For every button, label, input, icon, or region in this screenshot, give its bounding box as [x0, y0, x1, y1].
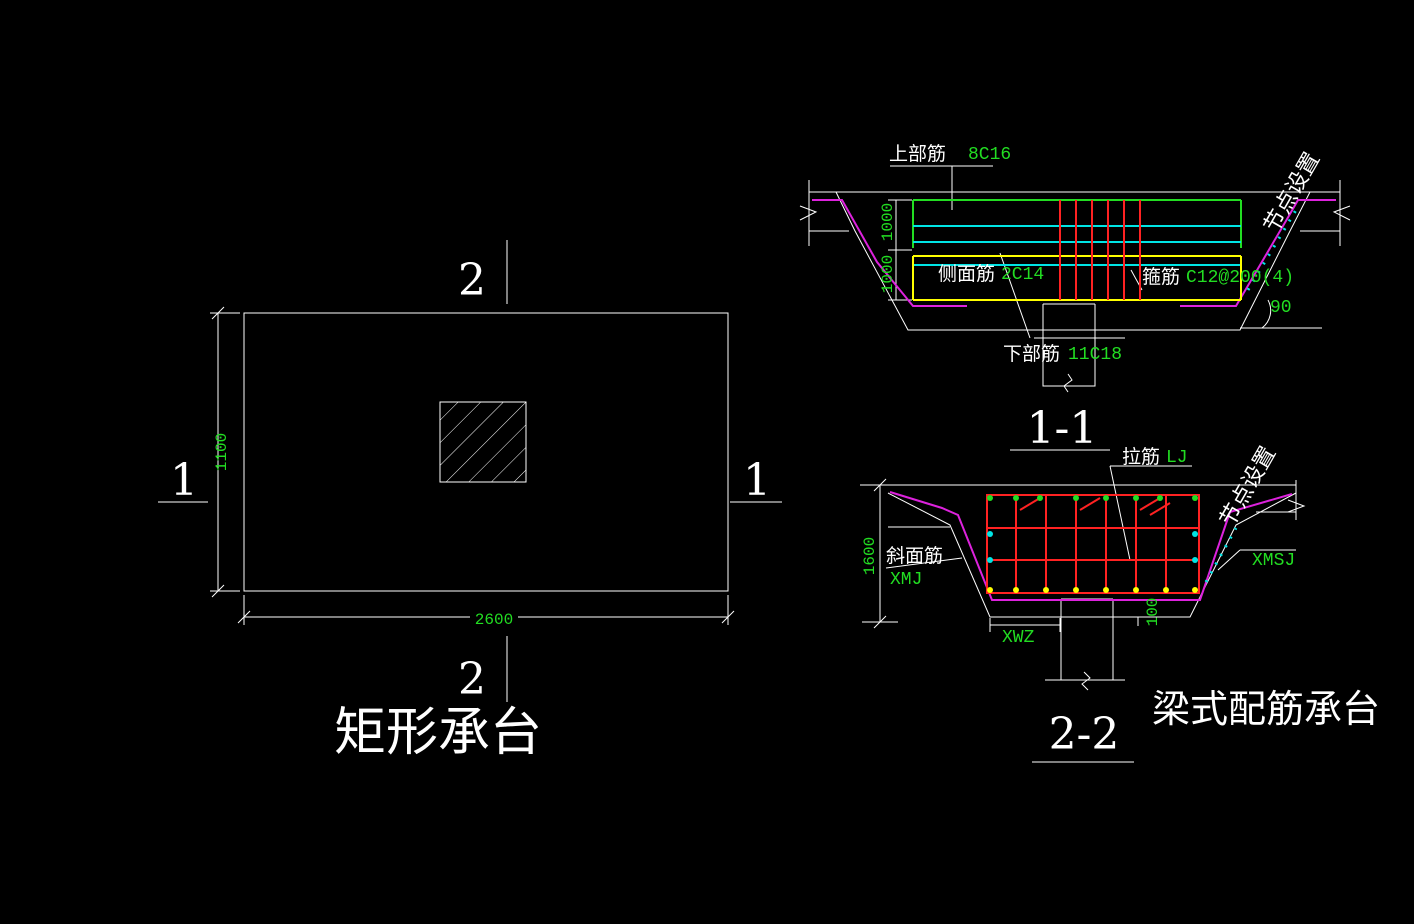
dim-lower-text: 1000 [879, 255, 897, 293]
column-hatch [439, 401, 527, 483]
dim-height-text: 1100 [213, 433, 231, 471]
top-rebar-label: 上部筋 [889, 143, 946, 165]
stirrups-1-1 [1059, 200, 1141, 300]
side-rebar-value: 2C14 [1001, 265, 1044, 285]
section-1-1-view [799, 165, 1351, 451]
slope-label: 斜面筋 [886, 545, 943, 567]
stirrups-2-2 [986, 494, 1200, 594]
stirrup-label: 箍筋 [1142, 266, 1180, 288]
side-rebar-label: 侧面筋 [938, 263, 995, 285]
beam-cap-title: 梁式配筋承台 [1152, 687, 1380, 731]
dim-width-text: 2600 [475, 611, 513, 629]
stirrup-value: C12@200(4) [1186, 268, 1294, 288]
plan-texts: 2 2 1 1 1100 2600 矩形承台 [170, 255, 771, 763]
section-2-2-texts: 拉筋 LJ 斜面筋 XMJ XMSJ XWZ 1600 100 节点设置 2-2… [861, 442, 1380, 760]
bottom-rebar-label: 下部筋 [1003, 343, 1060, 365]
section-2-bottom-label: 2 [458, 654, 486, 705]
angle-text: 90 [1270, 298, 1292, 318]
top-rebar-value: 8C16 [968, 145, 1011, 165]
section-1-1-label: 1-1 [1027, 403, 1098, 454]
slope-value: XMJ [890, 570, 922, 590]
dim-height-line [210, 306, 240, 598]
section-2-top-label: 2 [458, 255, 486, 306]
bottom-rebar-value: 11C18 [1068, 345, 1122, 365]
section-2-2-view [860, 465, 1306, 763]
plan-view [158, 240, 782, 702]
section-1-1-texts: 上部筋 8C16 侧面筋 2C14 箍筋 C12@200(4) 下部筋 11C1… [879, 143, 1325, 454]
cap-outline [243, 312, 729, 592]
xwz-text: XWZ [1002, 628, 1035, 648]
node-setting-2-2: 节点设置 [1216, 442, 1282, 531]
section-1-right-label: 1 [743, 455, 771, 506]
section-1-left-label: 1 [170, 455, 198, 506]
tie-label: 拉筋 [1122, 446, 1160, 468]
plan-title: 矩形承台 [334, 703, 542, 763]
xmsj-text: XMSJ [1252, 551, 1295, 571]
node-setting-1-1: 节点设置 [1260, 148, 1326, 237]
dim-1600-text: 1600 [861, 537, 879, 575]
dim-upper-text: 1000 [879, 203, 897, 241]
dim-100-text: 100 [1144, 598, 1162, 627]
rebar-dots-2-2 [987, 495, 1198, 593]
section-2-2-label: 2-2 [1049, 709, 1120, 760]
tie-value: LJ [1166, 448, 1188, 468]
